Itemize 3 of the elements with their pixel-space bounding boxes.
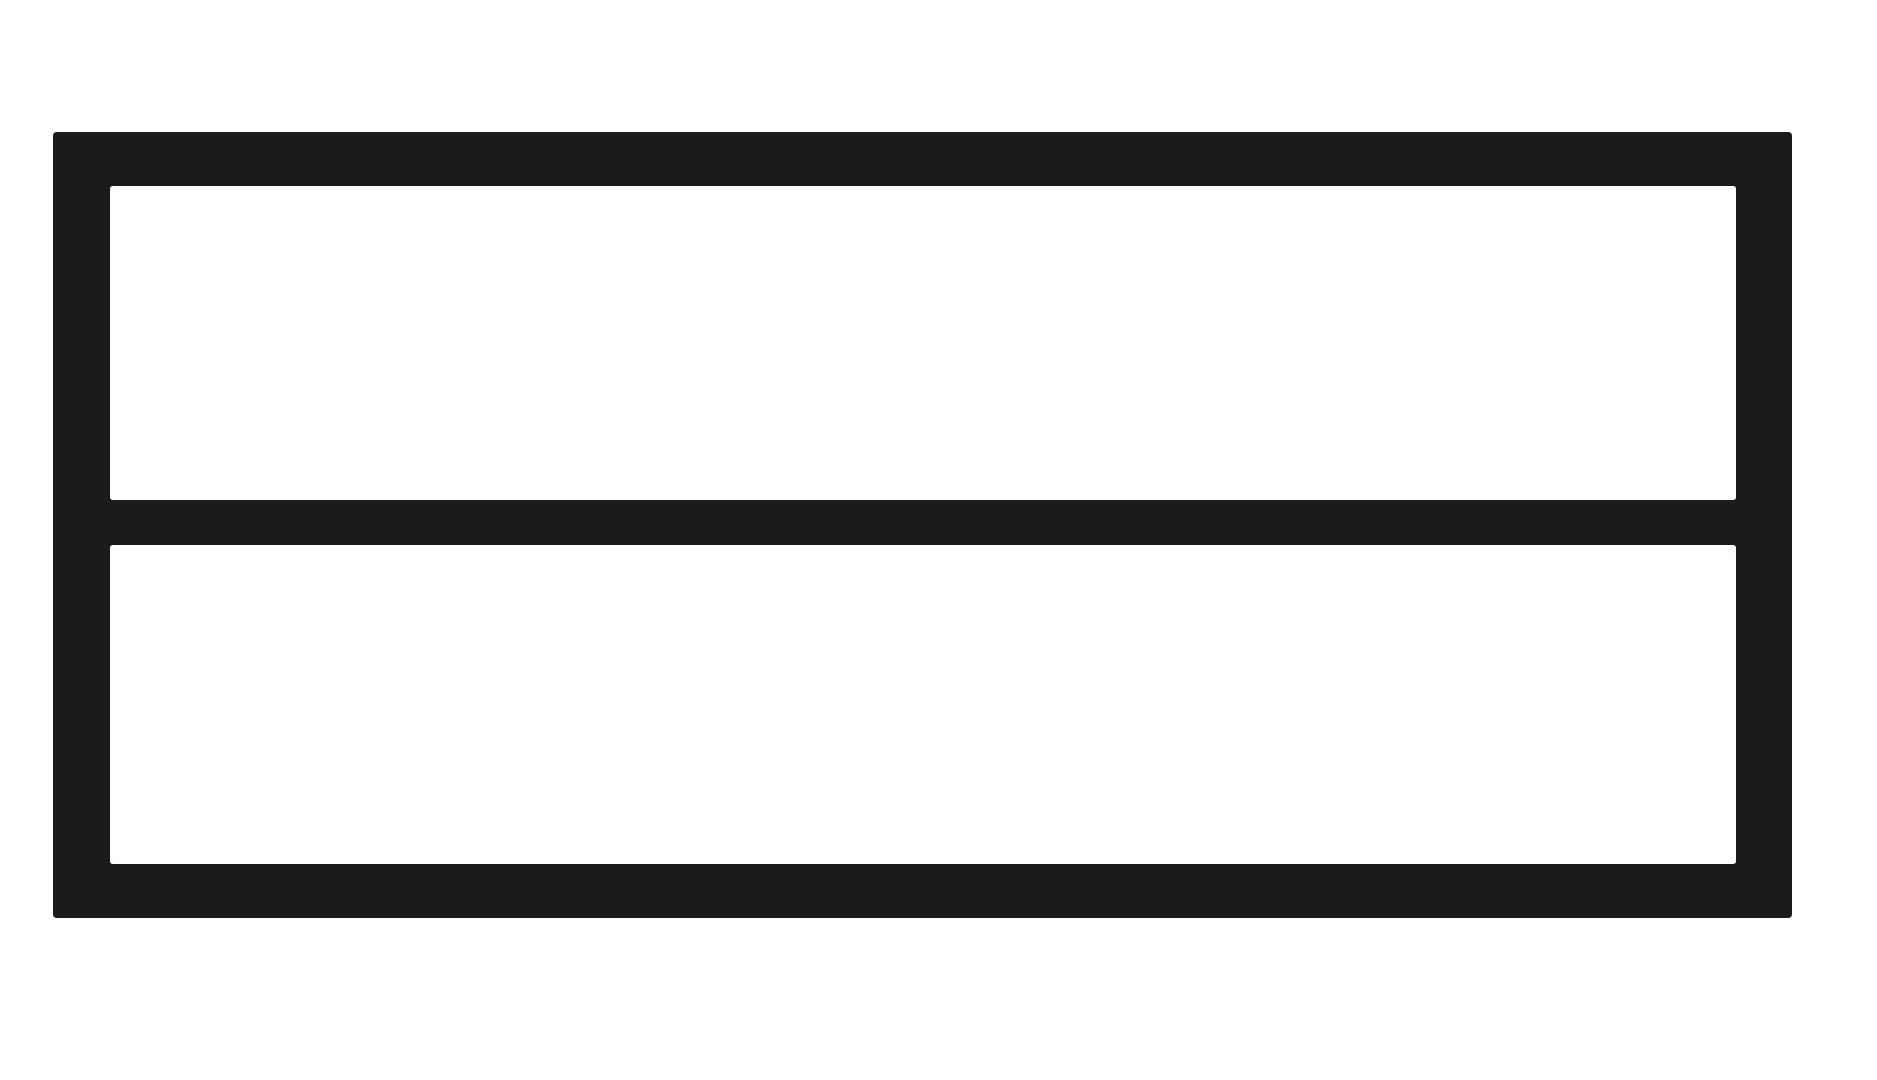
- panel: [110, 545, 1736, 864]
- panel: [110, 186, 1736, 500]
- frame: [53, 132, 1792, 918]
